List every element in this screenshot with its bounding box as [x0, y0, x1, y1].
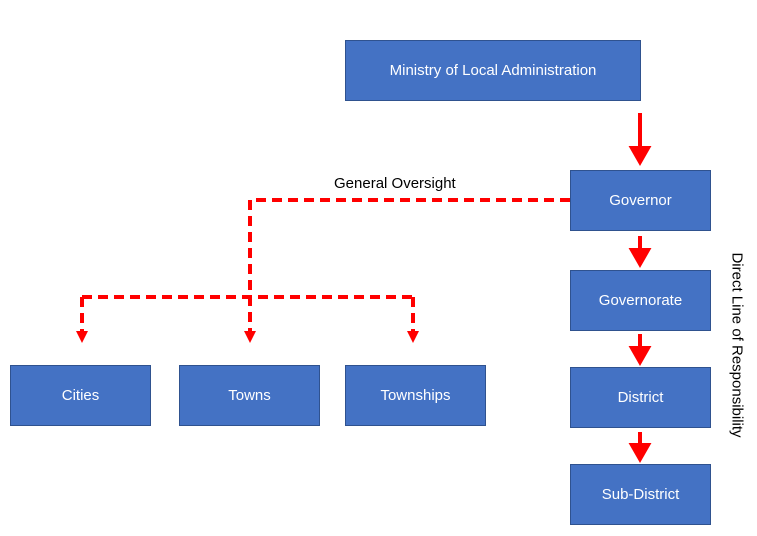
node-governorate: Governorate: [570, 270, 711, 331]
node-sub-district: Sub-District: [570, 464, 711, 525]
node-ministry-of-local-administration: Ministry of Local Administration: [345, 40, 641, 101]
node-towns: Towns: [179, 365, 320, 426]
direct-line-of-responsibility-label: Direct Line of Responsibility: [728, 252, 746, 438]
node-district: District: [570, 367, 711, 428]
node-cities: Cities: [10, 365, 151, 426]
node-governor: Governor: [570, 170, 711, 231]
oversight-arrowheads: [76, 331, 419, 343]
oversight-lines: [80, 198, 570, 332]
direct-line-arrows: [628, 113, 652, 464]
general-oversight-label: General Oversight: [334, 175, 456, 192]
node-townships: Townships: [345, 365, 486, 426]
